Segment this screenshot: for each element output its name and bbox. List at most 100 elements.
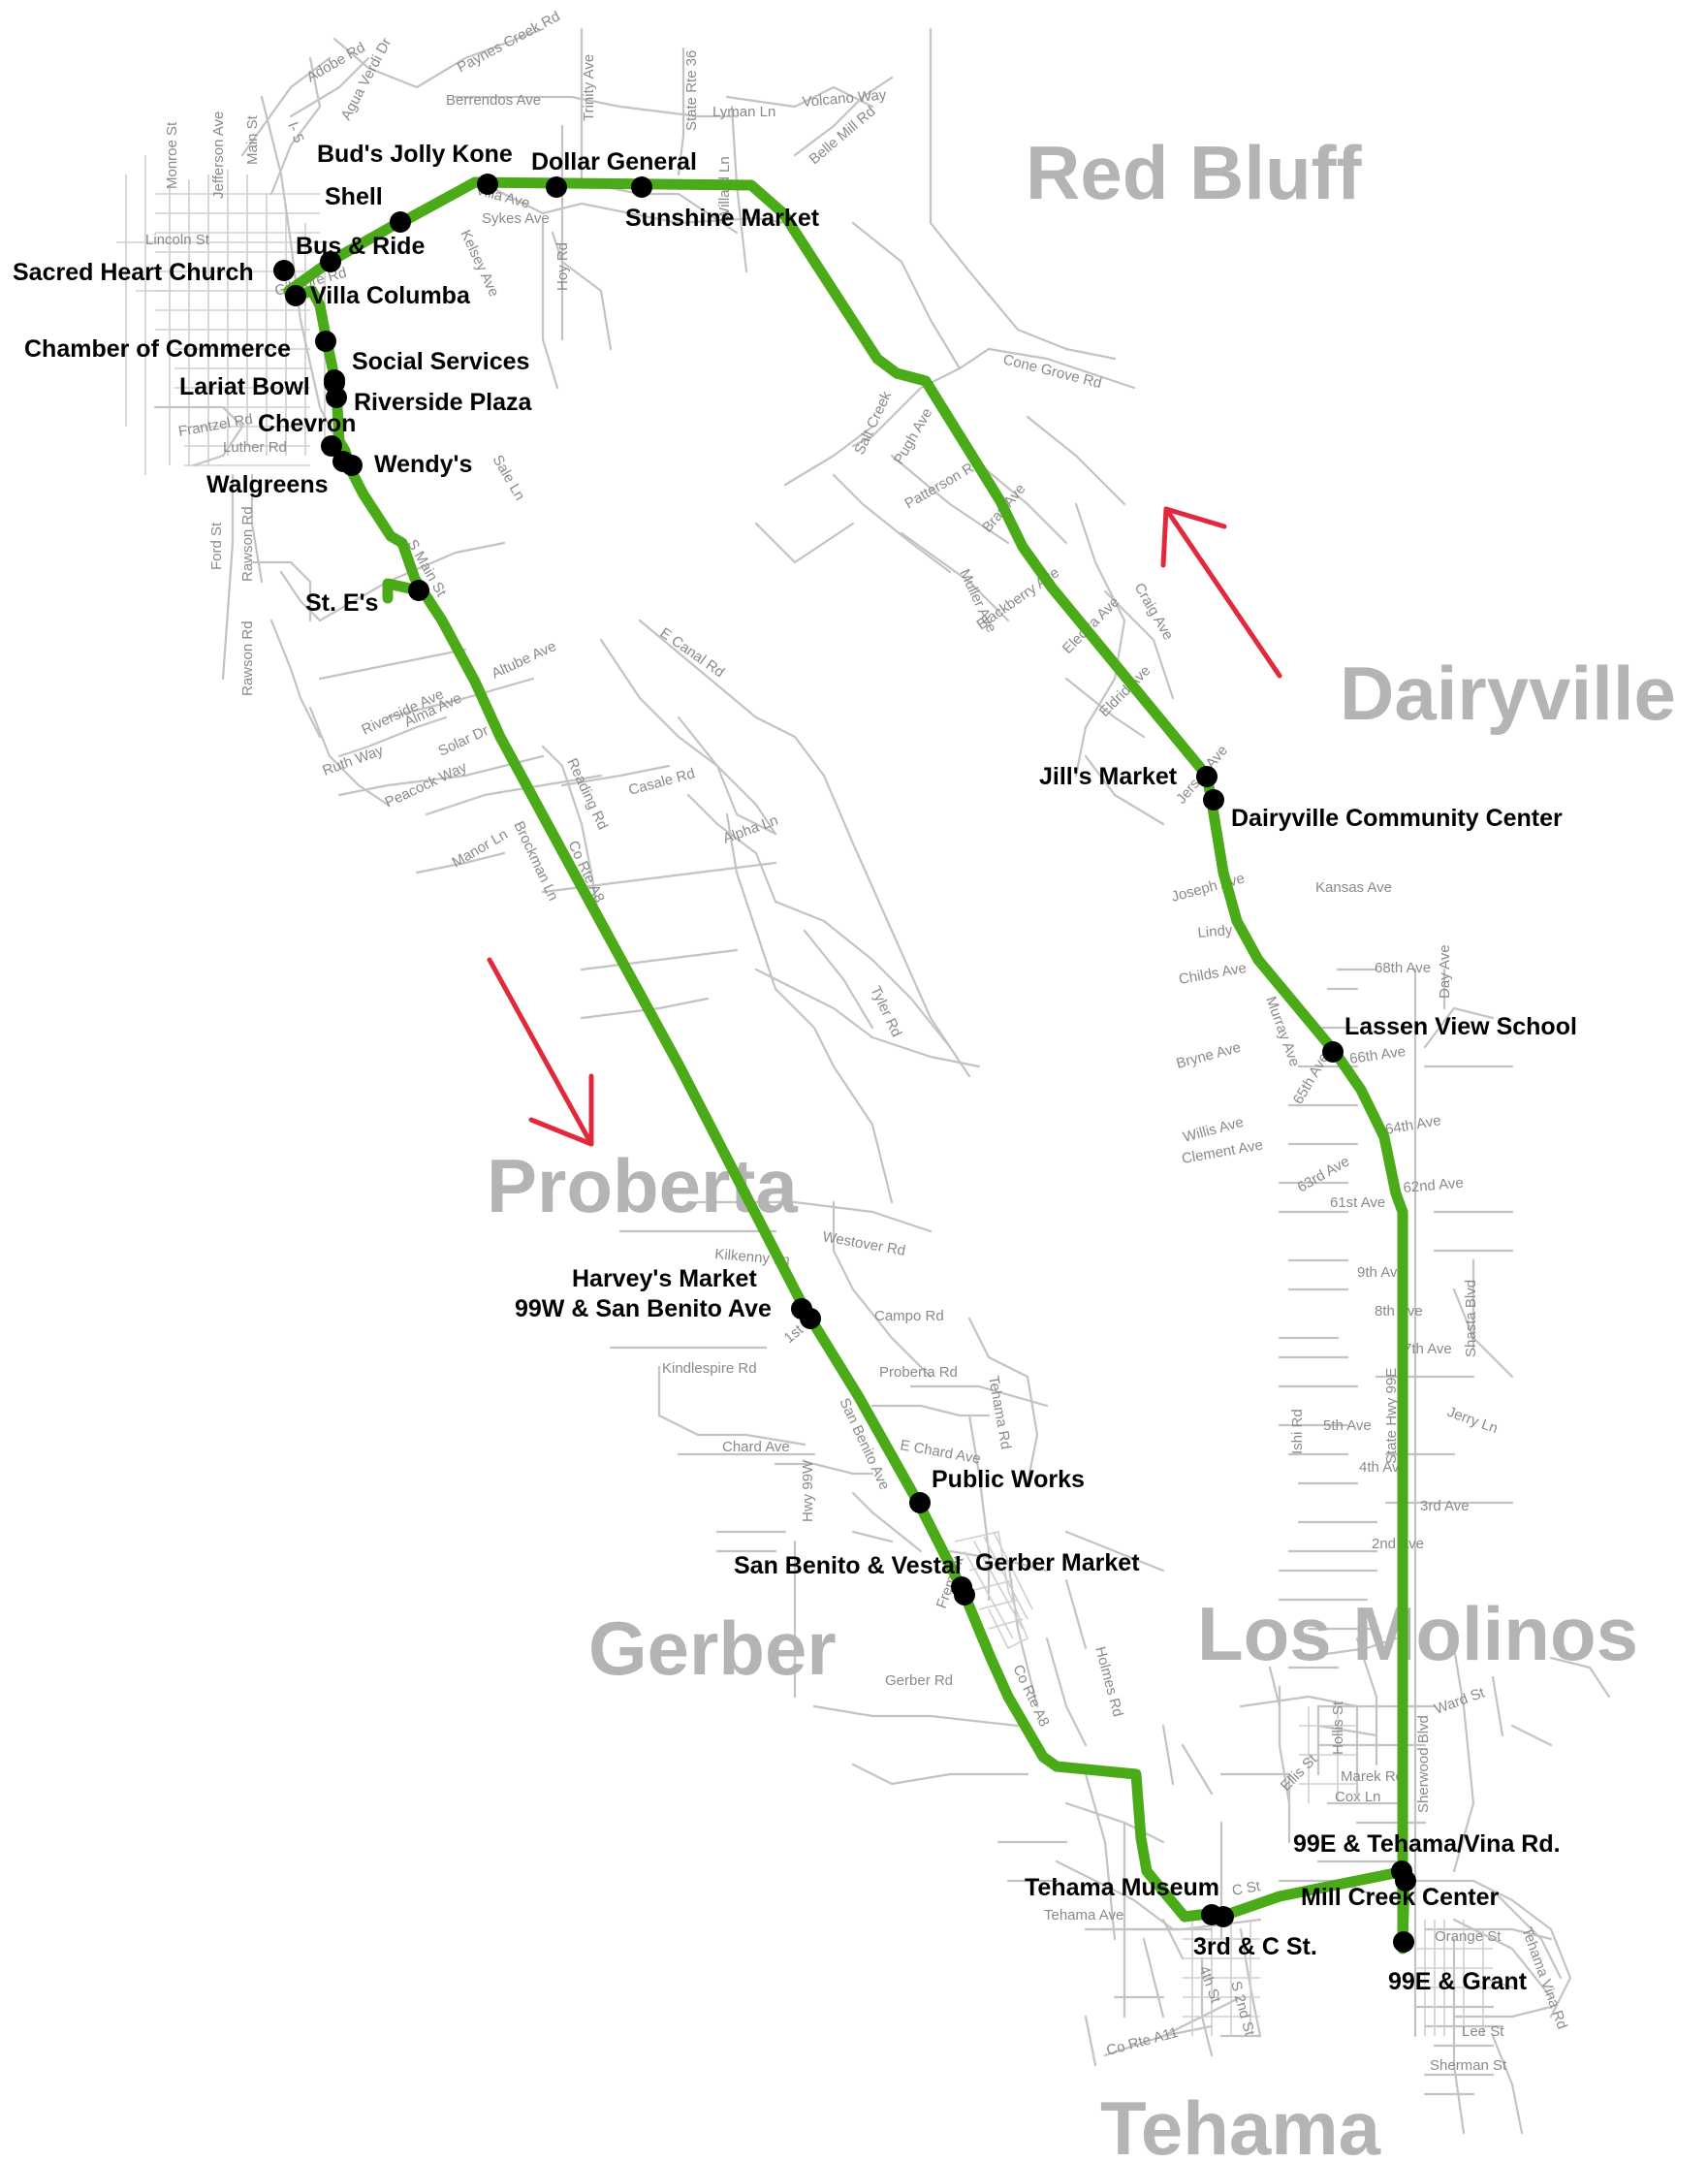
street-label-orange-st: Orange St [1435,1928,1502,1945]
street-label-paynes-creek-rd: Paynes Creek Rd [455,8,563,76]
street-label-4th-ave: 4th Ave [1359,1459,1408,1476]
street-label-tehama-rd: Tehama Rd [985,1375,1014,1451]
stop-label-dollar-general: Dollar General [531,148,697,175]
street-label-66th-ave: 66th Ave [1348,1043,1407,1067]
downtown-grid [116,155,330,475]
street-label-64th-ave: 64th Ave [1384,1112,1442,1138]
street-label-salt-creek: Salt Creek [851,389,895,458]
street-label-cone-grove-rd: Cone Grove Rd [1001,351,1103,392]
street-label-lyman-ln: Lyman Ln [712,104,775,120]
street-label-5th-ave: 5th Ave [1323,1417,1372,1434]
street-label-lindy-ave: Lindy [1197,922,1234,941]
stop-marker-99e-grant[interactable] [1393,1931,1414,1953]
stop-marker-gerber-market[interactable] [954,1584,975,1606]
street-label-gerber-rd: Gerber Rd [885,1672,953,1689]
stop-label-wendys: Wendy's [374,451,472,478]
stop-label-walgreens: Walgreens [206,471,329,498]
street-label-ishi-rd: Ishi Rd [1289,1409,1306,1454]
stop-marker-public-works[interactable] [909,1492,931,1513]
stop-marker-riverside-plaza[interactable] [326,387,347,408]
street-label-day-ave: Day Ave [1437,944,1453,999]
street-label-sykes-ave: Sykes Ave [482,210,550,227]
stop-marker-walgreens[interactable] [332,451,354,472]
stop-marker-chamber-of-commerce[interactable] [315,331,336,352]
street-label-sale-ln: Sale Ln [490,453,528,504]
arrow-northbound-icon [1160,506,1282,679]
street-label-bryne-ave: Bryne Ave [1175,1039,1243,1072]
stop-label-riverside-plaza: Riverside Plaza [354,389,533,416]
stop-label-st-es: St. E's [305,589,378,617]
stop-marker-3rd-c-st[interactable] [1213,1906,1234,1927]
route-line [283,176,1410,1955]
los-molinos-grid [1299,1706,1493,2036]
street-label-casale-rd: Casale Rd [627,765,697,799]
street-label-c-st: C St [1231,1878,1263,1899]
street-label-rawson-rd-2: Rawson Rd [239,620,256,696]
street-label-main-st-north: Main St [244,114,261,165]
town-label-gerber: Gerber [588,1606,837,1691]
stop-marker-st-es[interactable] [408,580,429,601]
street-label-altube-ave: Altube Ave [490,638,559,683]
stop-marker-mill-creek-center[interactable] [1395,1870,1416,1892]
street-label-4th-st: 4th St [1195,1964,1224,2006]
street-label-jefferson-ave: Jefferson Ave [210,111,227,199]
street-label-holmes-rd: Holmes Rd [1091,1645,1126,1719]
street-label-i-5: I- 5 [284,120,306,145]
stop-label-gerber-market: Gerber Market [975,1549,1140,1576]
stop-label-tehama-museum: Tehama Museum [1025,1874,1219,1901]
stop-marker-shell[interactable] [390,211,411,233]
stop-marker-buds-jolly-kone[interactable] [477,174,498,195]
town-label-tehama: Tehama [1100,2085,1381,2162]
stop-label-99e-grant: 99E & Grant [1388,1968,1528,1995]
street-label-lee-st: Lee St [1462,2023,1504,2040]
street-label-kindlespire-rd: Kindlespire Rd [662,1360,757,1377]
gerber-grid [954,1531,1033,1650]
street-label-e-canal-rd: E Canal Rd [657,624,728,681]
stop-marker-99w-san-benito[interactable] [800,1308,821,1329]
street-label-63rd-ave: 63rd Ave [1295,1153,1353,1195]
street-label-manor-ln: Manor Ln [450,826,511,871]
street-label-state-rte-36: State Rte 36 [683,50,700,131]
street-label-ford-st: Ford St [208,522,225,570]
stop-label-chevron: Chevron [258,410,356,437]
street-label-craig-ave: Craig Ave [1131,581,1177,644]
stop-markers [273,174,1416,1953]
street-label-proberta-rd: Proberta Rd [879,1364,958,1381]
stop-label-3rd-c-st: 3rd & C St. [1193,1933,1317,1960]
street-label-jerry-ln: Jerry Ln [1445,1404,1501,1438]
stop-marker-chevron[interactable] [321,435,342,457]
town-label-los-molinos: Los Molinos [1197,1591,1638,1676]
major-roads [153,27,1611,2135]
stop-marker-dollar-general[interactable] [546,176,567,198]
street-label-westover-rd: Westover Rd [821,1228,906,1259]
tehama-grid [1183,1920,1260,2036]
street-label-volcano-way: Volcano Way [802,86,888,111]
street-label-61st-ave: 61st Ave [1330,1194,1385,1211]
street-label-7th-ave: 7th Ave [1404,1341,1452,1357]
street-label-monroe-st: Monroe St [164,121,180,189]
stop-label-harveys-market: Harvey's Market [572,1265,757,1292]
stop-marker-jills-market[interactable] [1196,766,1218,787]
stop-label-bus-and-ride: Bus & Ride [296,233,425,260]
street-label-hwy-99w: Hwy 99W [800,1459,816,1522]
street-label-ruth-way: Ruth Way [321,742,387,779]
street-label-chard-ave: Chard Ave [722,1439,790,1455]
street-label-tehama-ave: Tehama Ave [1044,1907,1123,1924]
stop-label-san-benito-vestal: San Benito & Vestal [734,1552,962,1579]
stop-label-social-services: Social Services [352,348,529,375]
stop-marker-sunshine-market[interactable] [631,176,652,198]
stop-marker-bus-and-ride[interactable] [320,251,341,272]
street-label-childs-ave: Childs Ave [1178,960,1248,988]
street-label-sherman-st: Sherman St [1430,2057,1507,2074]
stop-marker-dairyville-community-center[interactable] [1203,789,1224,811]
stop-label-99e-tehama-vina: 99E & Tehama/Vina Rd. [1293,1830,1561,1858]
stop-marker-sacred-heart-church[interactable] [273,260,295,281]
stop-label-lassen-view-school: Lassen View School [1344,1013,1577,1040]
stop-marker-lassen-view-school[interactable] [1322,1041,1344,1063]
stop-label-shell: Shell [325,183,383,210]
street-label-tyler-rd: Tyler Rd [867,984,904,1040]
street-label-berrendos-ave: Berrendos Ave [446,92,541,109]
street-label-state-hwy-99e: State Hwy 99E [1383,1368,1400,1464]
stop-marker-villa-columba[interactable] [285,285,306,306]
